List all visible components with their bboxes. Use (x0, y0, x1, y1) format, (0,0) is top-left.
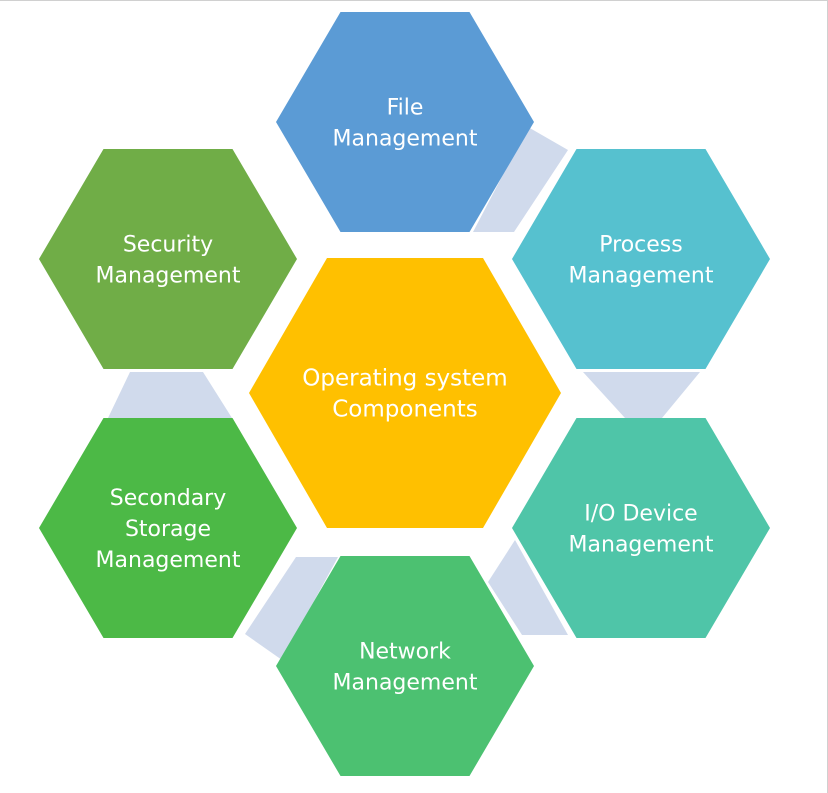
hexagon-shape-network (276, 556, 534, 776)
hexagon-label-io-line-2: Management (569, 533, 714, 558)
hexagon-label-storage-line-1: Secondary (110, 486, 227, 511)
connector-io-network (488, 540, 568, 635)
hexagon-label-center-line-1: Operating system (302, 366, 507, 392)
connector-process-io (583, 372, 700, 418)
hexagon-label-file-line-1: File (387, 96, 424, 121)
hexagon-label-center-line-2: Components (332, 397, 478, 423)
hexagon-label-security-line-1: Security (123, 233, 213, 258)
hexagon-label-process-line-2: Management (569, 264, 714, 289)
connector-storage-security (108, 372, 232, 418)
hexagon-label-network-line-2: Management (333, 671, 478, 696)
hexagon-shape-process (512, 149, 770, 369)
hexagon-label-storage-line-2: Storage (125, 517, 211, 542)
connectors (108, 127, 700, 660)
hexagon-label-file-line-2: Management (333, 127, 478, 152)
connector-network-storage (245, 557, 338, 660)
hexagon-label-io-line-1: I/O Device (584, 502, 697, 527)
connector-file-process (473, 127, 568, 232)
hexagon-shape-storage (39, 418, 297, 638)
hexagon-shape-center (249, 258, 561, 528)
hexagon-label-storage-line-3: Management (96, 548, 241, 573)
hexagon-shape-io (512, 418, 770, 638)
hexagon-label-security-line-2: Management (96, 264, 241, 289)
hexagon-shape-file (276, 12, 534, 232)
hexagon-label-process-line-1: Process (599, 233, 682, 258)
hexagon-label-network-line-1: Network (359, 640, 451, 665)
hexagon-shape-security (39, 149, 297, 369)
